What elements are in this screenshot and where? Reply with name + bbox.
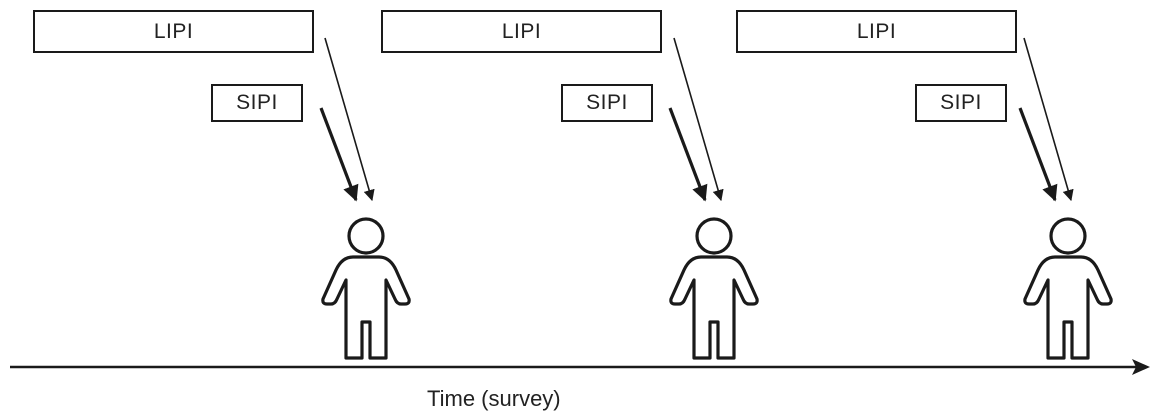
sipi-box-label: SIPI [940, 91, 982, 114]
lipi-arrow-1 [324, 37, 375, 202]
sipi-arrow-3 [1018, 107, 1058, 202]
sipi-box-label: SIPI [236, 91, 278, 114]
lipi-box-label: LIPI [501, 19, 542, 43]
lipi-arrow-2 [673, 37, 724, 202]
lipi-box-label: LIPI [153, 19, 194, 43]
time-axis-label: Time (survey) [427, 386, 561, 411]
lipi-box-label: LIPI [856, 19, 897, 43]
sipi-box-1: SIPI [211, 84, 303, 122]
person-icon [669, 217, 759, 360]
person-icon [321, 217, 411, 360]
sipi-arrow-2 [668, 107, 708, 202]
sipi-box-3: SIPI [915, 84, 1007, 122]
lipi-box-1: LIPI [33, 10, 314, 53]
sipi-box-2: SIPI [561, 84, 653, 122]
sipi-box-label: SIPI [586, 91, 628, 114]
sipi-arrow-1 [319, 107, 359, 202]
lipi-box-2: LIPI [381, 10, 662, 53]
time-axis-arrowhead [1132, 359, 1150, 375]
person-icon [1023, 217, 1113, 360]
lipi-box-3: LIPI [736, 10, 1017, 53]
lipi-arrow-3 [1023, 37, 1074, 202]
